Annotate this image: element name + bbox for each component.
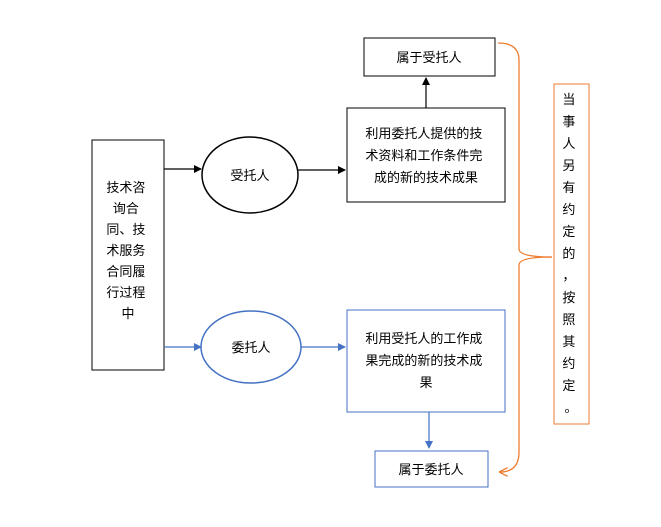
result-trustee-text: 利用委托人提供的技 术资料和工作条件完 成的新的技术成果 bbox=[365, 126, 486, 186]
owner-trustee-box: 属于受托人 bbox=[363, 37, 496, 77]
result-trustee-box: 利用委托人提供的技 术资料和工作条件完 成的新的技术成果 bbox=[346, 107, 506, 203]
result-client-box: 利用受托人的工作成 果完成的新的技术成 果 bbox=[346, 309, 506, 413]
agreement-note-text: 当 事 人 另 有 约 定 的 ， 按 照 其 约 定 。 bbox=[562, 93, 579, 416]
trustee-label: 受托人 bbox=[230, 169, 269, 184]
owner-client-box: 属于委托人 bbox=[374, 450, 489, 488]
client-node: 委托人 bbox=[200, 310, 302, 384]
process-box: 技术咨 询合 同、技 术服务 合同履 行过程 中 bbox=[91, 139, 165, 371]
client-label: 委托人 bbox=[231, 341, 270, 356]
process-box-text: 技术咨 询合 同、技 术服务 合同履 行过程 中 bbox=[106, 181, 149, 322]
trustee-node: 受托人 bbox=[201, 136, 299, 214]
agreement-brace bbox=[497, 42, 553, 258]
owner-trustee-label: 属于受托人 bbox=[396, 51, 461, 66]
result-client-text: 利用受托人的工作成 果完成的新的技术成 果 bbox=[365, 331, 486, 391]
agreement-brace-lower bbox=[500, 256, 553, 472]
agreement-note-box: 当 事 人 另 有 约 定 的 ， 按 照 其 约 定 。 bbox=[553, 83, 590, 425]
owner-client-label: 属于委托人 bbox=[398, 463, 463, 478]
